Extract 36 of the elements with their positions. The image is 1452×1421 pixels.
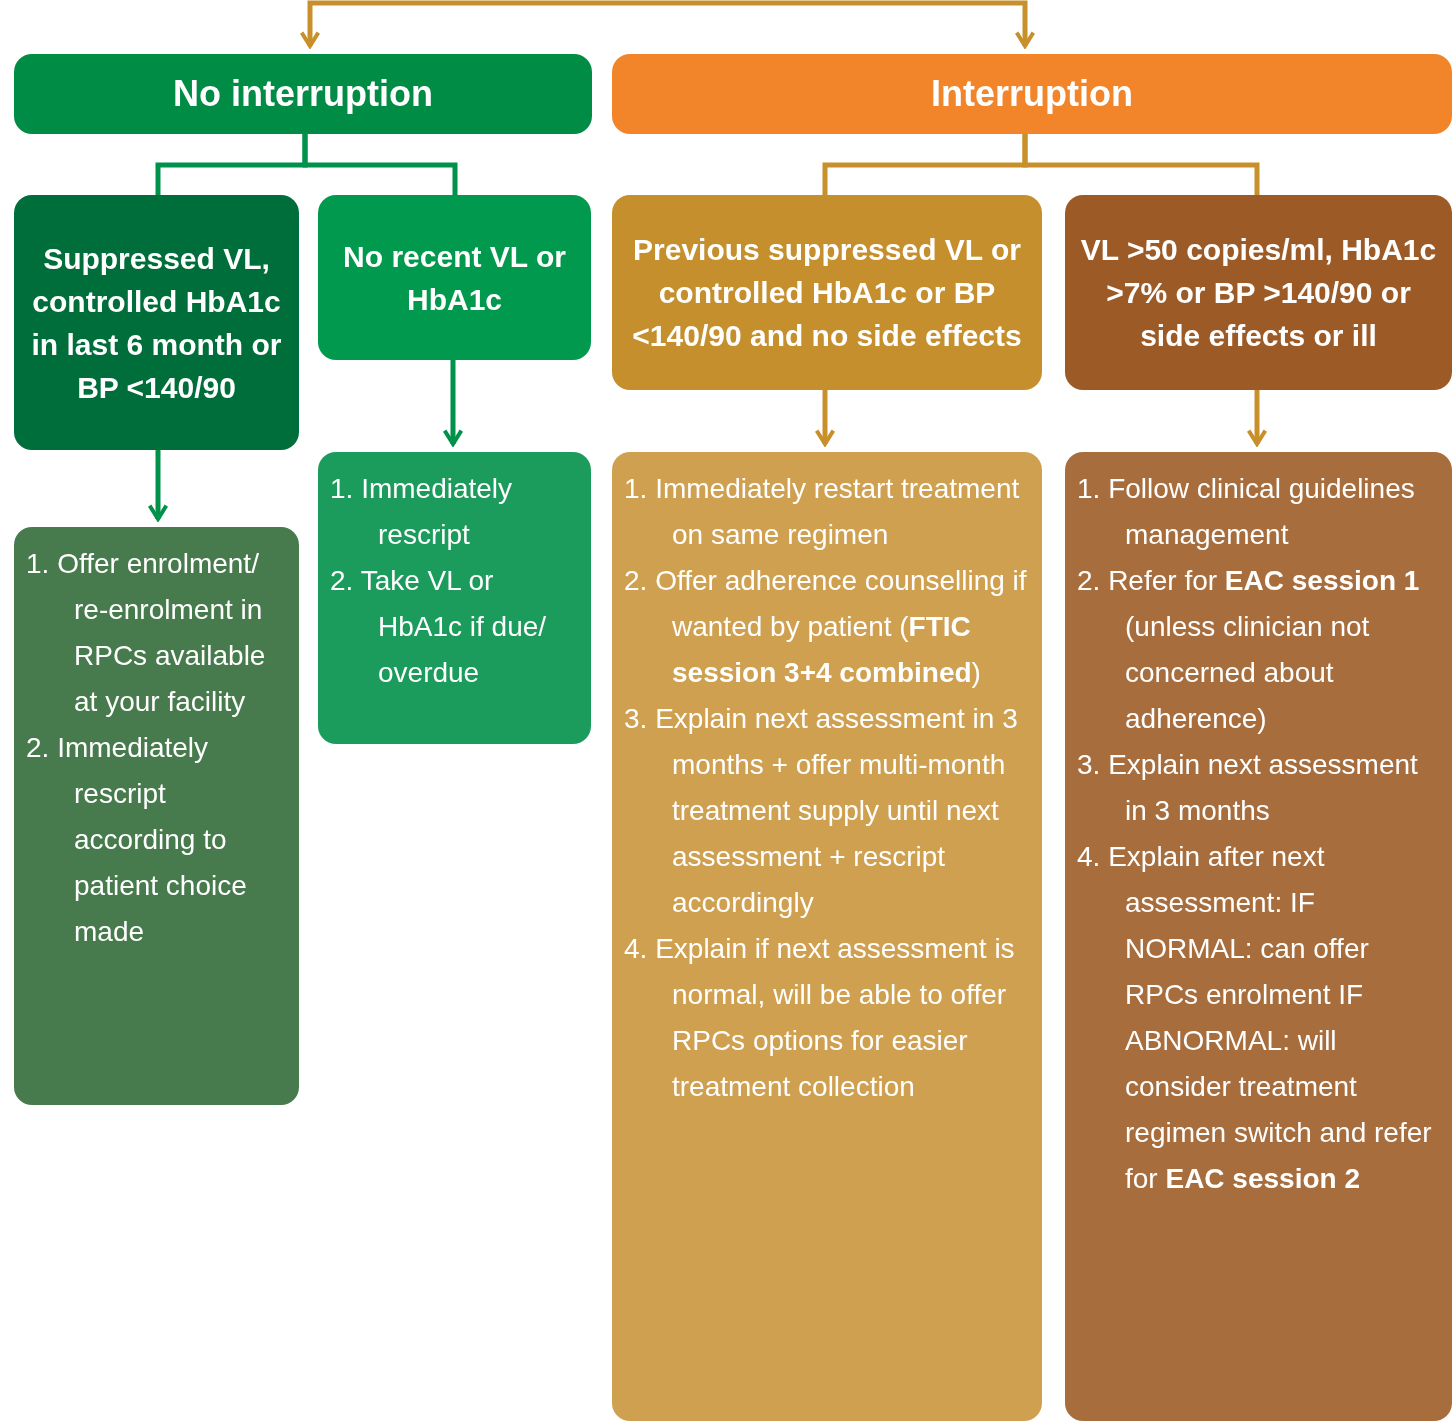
header-bar <box>612 54 1452 134</box>
list-item: 3. Explain next assessment in 3 months <box>1077 748 1419 828</box>
heading-text: Suppressed VL, controlled HbA1c in last 6 month or BP <140/90 <box>30 240 283 406</box>
list-item: 2. Offer adherence counselling if wanted by patient (FTIC session 3+4 combined) <box>624 564 1028 690</box>
list-item: 3. Explain next assessment in 3 months + offer multi-month treatment supply until next assessment + rescript accordingly <box>624 702 1019 920</box>
heading-text: Previous suppressed VL or controlled HbA1c or BP <140/90 and no side effects <box>631 232 1023 354</box>
list-item: 2. Immediately rescript according to patient choice made <box>26 731 248 949</box>
list-item: 1. Immediately rescript <box>330 472 514 552</box>
list-item: 1. Offer enrolment/ re-enrolment in RPCs available at your facility <box>26 547 267 719</box>
condition-box <box>318 195 591 360</box>
heading-text: No interruption <box>173 73 433 115</box>
heading-text: No recent VL or HbA1c <box>342 238 567 318</box>
header-bar <box>14 54 592 134</box>
list-item: 4. Explain if next assessment is normal, will be able to offer RPCs options for easier treatment collection <box>624 932 1016 1104</box>
action-box <box>14 527 299 1105</box>
list-item: 1. Immediately restart treatment on same regimen <box>624 472 1021 552</box>
arrow <box>147 450 169 521</box>
heading-text: VL >50 copies/ml, HbA1c >7% or BP >140/90 or side effects or ill <box>1079 232 1438 354</box>
action-box <box>1065 452 1452 1421</box>
arrow <box>299 0 695 48</box>
condition-box <box>1065 195 1452 390</box>
arrow <box>442 360 464 446</box>
condition-box <box>612 195 1042 390</box>
connector-line <box>302 134 458 195</box>
arrow <box>1246 390 1268 446</box>
connector-line <box>1022 134 1260 195</box>
action-box <box>612 452 1042 1421</box>
list-item: 2. Take VL or HbA1c if due/ overdue <box>330 564 548 690</box>
condition-box <box>14 195 299 450</box>
arrow <box>814 390 836 446</box>
action-box <box>318 452 591 744</box>
arrow <box>695 0 1036 48</box>
list-item: 1. Follow clinical guidelines management <box>1077 472 1416 552</box>
list-item: 2. Refer for EAC session 1 (unless clinician not concerned about adherence) <box>1077 564 1421 736</box>
list-item: 4. Explain after next assessment: IF NORMAL: can offer RPCs enrolment IF ABNORMAL: will consider treatment regimen switch and refer for EAC session 2 <box>1077 840 1433 1196</box>
heading-text: Interruption <box>931 73 1133 115</box>
